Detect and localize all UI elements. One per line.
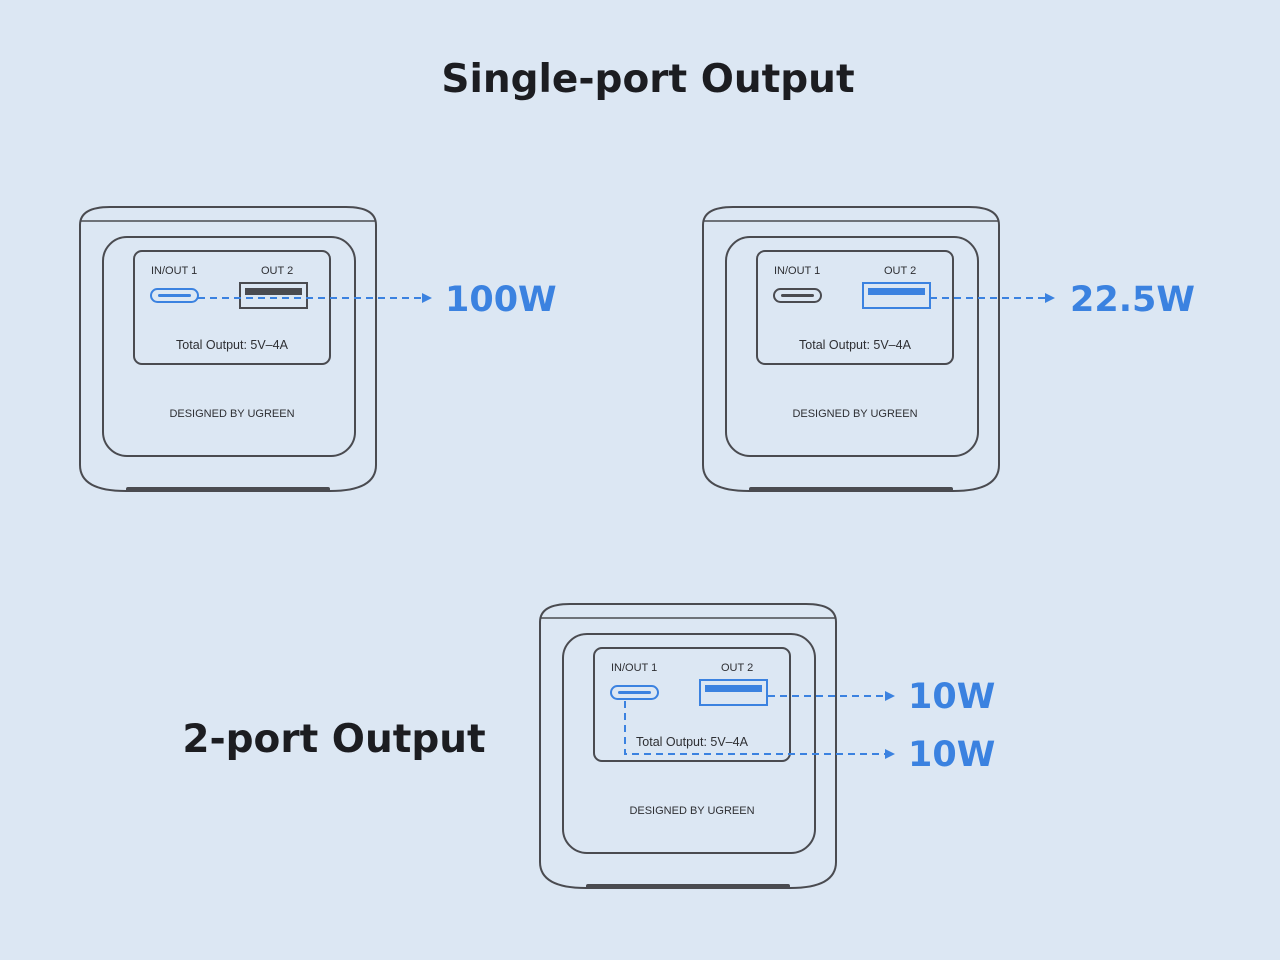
charger-foot xyxy=(586,884,790,889)
port-1-label: IN/OUT 1 xyxy=(774,265,820,277)
charger-usb-a-only: IN/OUT 1 OUT 2 Total Output: 5V–4A DESIG… xyxy=(702,206,1000,492)
usb-c-port-slot xyxy=(158,294,191,297)
front-panel xyxy=(102,236,356,457)
front-panel xyxy=(725,236,979,457)
single-usb-a-wattage: 22.5W xyxy=(1070,280,1195,320)
charger-dual-output: IN/OUT 1 OUT 2 Total Output: 5V–4A DESIG… xyxy=(539,603,837,889)
charger-foot xyxy=(749,487,953,492)
port-2-label: OUT 2 xyxy=(884,265,916,277)
charger-usb-c-only: IN/OUT 1 OUT 2 Total Output: 5V–4A DESIG… xyxy=(79,206,377,492)
dual-usb-c-output-arrow xyxy=(624,701,895,759)
total-output-label: Total Output: 5V–4A xyxy=(636,735,749,749)
front-panel xyxy=(562,633,816,854)
usb-a-port-slot xyxy=(868,288,925,295)
usb-c-port-icon xyxy=(773,288,822,303)
port-1-label: IN/OUT 1 xyxy=(151,265,197,277)
port-panel xyxy=(756,250,954,365)
brand-label: DESIGNED BY UGREEN xyxy=(792,408,917,420)
total-output-label: Total Output: 5V–4A xyxy=(176,338,289,352)
port-2-label: OUT 2 xyxy=(721,662,753,674)
port-panel xyxy=(593,647,791,762)
usb-a-port-slot xyxy=(245,288,302,295)
usb-c-port-icon xyxy=(610,685,659,700)
charger-body xyxy=(702,206,1000,492)
dual-usb-c-wattage: 10W xyxy=(908,735,995,775)
usb-c-port-slot xyxy=(618,691,651,694)
charger-body xyxy=(79,206,377,492)
single-port-heading: Single-port Output xyxy=(441,57,854,102)
usb-a-port-icon xyxy=(239,282,308,309)
usb-c-port-slot xyxy=(781,294,814,297)
port-panel xyxy=(133,250,331,365)
single-usb-c-wattage: 100W xyxy=(445,280,557,320)
charger-body xyxy=(539,603,837,889)
brand-label: DESIGNED BY UGREEN xyxy=(169,408,294,420)
usb-a-port-icon xyxy=(699,679,768,706)
usb-a-port-slot xyxy=(705,685,762,692)
two-port-heading: 2-port Output xyxy=(182,717,485,762)
port-2-label: OUT 2 xyxy=(261,265,293,277)
usb-c-port-icon xyxy=(150,288,199,303)
brand-label: DESIGNED BY UGREEN xyxy=(629,805,754,817)
port-1-label: IN/OUT 1 xyxy=(611,662,657,674)
dual-usb-a-wattage: 10W xyxy=(908,677,995,717)
total-output-label: Total Output: 5V–4A xyxy=(799,338,912,352)
charger-foot xyxy=(126,487,330,492)
usb-a-port-icon xyxy=(862,282,931,309)
